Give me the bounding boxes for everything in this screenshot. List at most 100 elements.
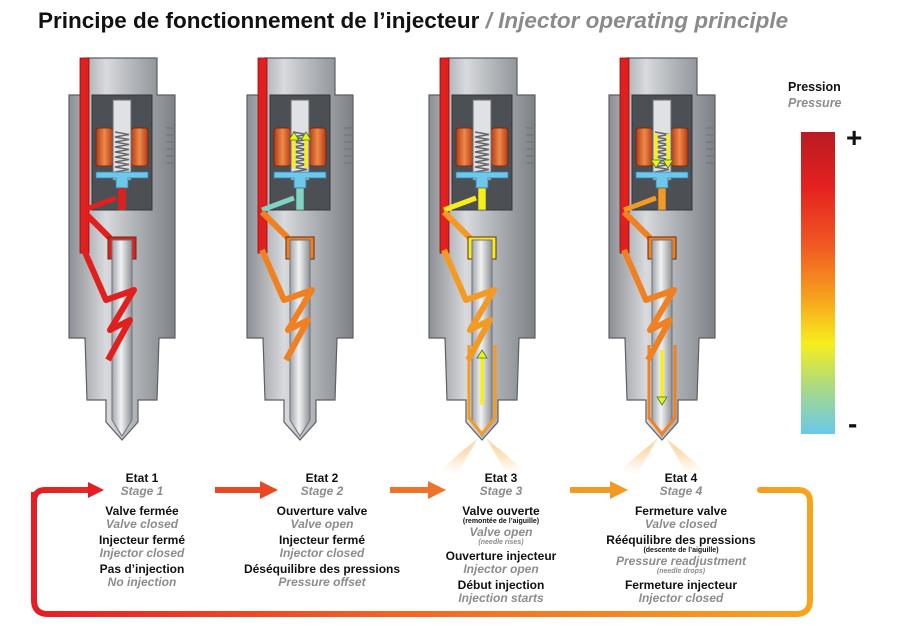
low-pressure-return (455, 171, 509, 189)
stage-title-fr: Etat 1 (125, 471, 159, 485)
legend-max-symbol: + (846, 122, 863, 153)
stage-line-en: Injector closed (638, 591, 724, 605)
fuel-spray (440, 438, 524, 476)
legend-label-fr: Pression (788, 80, 841, 94)
title-english: Injector operating principle (498, 8, 789, 33)
stage-title-fr: Etat 3 (484, 471, 518, 485)
nozzle-feed-line (81, 209, 113, 241)
spray-jet-right (486, 438, 524, 476)
stage-2-description: Etat 2 Stage 2 Ouverture valve Valve ope… (227, 472, 417, 589)
injector-2 (246, 57, 354, 441)
stage-line-en: Valve closed (105, 517, 179, 531)
valve-arrow-down-icon (650, 134, 662, 169)
needle-supply-spiral (621, 248, 677, 362)
flow-arrow-2 (215, 481, 278, 499)
stage-line-en: No injection (107, 575, 177, 589)
stage-line-en: Valve open (469, 525, 533, 539)
stage-line-en: Pressure offset (278, 575, 366, 589)
solenoid-coil-right (670, 127, 689, 167)
fuel-spray (620, 438, 704, 476)
stage-flow-loop (31, 481, 813, 617)
nozzle-feed-line (259, 209, 291, 241)
stage-line-en: Injection starts (458, 591, 544, 605)
low-pressure-return (273, 171, 327, 189)
solenoid-coil-left (455, 127, 474, 167)
stage-line-fr: Valve fermée (105, 504, 179, 518)
injector-3 (428, 57, 536, 476)
stage-title-fr: Etat 4 (664, 471, 698, 485)
valve-feed-line (443, 195, 477, 213)
stage-title-en: Stage 3 (479, 484, 523, 498)
solenoid-coil-right (308, 127, 327, 167)
nozzle-pressure-path (467, 345, 497, 437)
stage-title-en: Stage 2 (300, 484, 344, 498)
nozzle-feed-line (441, 209, 473, 241)
stage-3-description: Etat 3 Stage 3 Valve ouverte (remontée d… (406, 472, 596, 605)
pressure-gradient-bar (801, 132, 835, 434)
solenoid-coil-left (635, 127, 654, 167)
stage-line-en: Injector open (463, 562, 539, 576)
flow-arrow-1 (31, 482, 104, 505)
injector-4 (608, 57, 716, 476)
stage-line-fr: Ouverture injecteur (445, 549, 557, 563)
stage-line-en: Pressure readjustment (615, 554, 747, 568)
flow-arrow-4 (570, 481, 628, 499)
nozzle-feed-line (621, 209, 653, 241)
injector-1 (68, 57, 176, 441)
title-separator: / (485, 8, 492, 33)
valve-arrow-down-icon (662, 134, 674, 169)
stage-title-en: Stage 4 (659, 484, 703, 498)
stage-line-en: Injector closed (279, 546, 365, 560)
solenoid-coil-left (95, 127, 114, 167)
stage-line-fr: Fermeture valve (634, 504, 728, 518)
solenoid-coil-right (490, 127, 509, 167)
stage-title-en: Stage 1 (120, 484, 164, 498)
stage-line-fr: Valve ouverte (462, 504, 540, 518)
valve-spring (474, 131, 490, 176)
valve-feed-line (261, 195, 295, 213)
flow-arrow-3 (390, 481, 446, 499)
valve-arrow-up-icon (300, 131, 312, 168)
high-pressure-line (257, 57, 268, 254)
spray-jet-left (620, 438, 658, 476)
valve-feed-line (83, 195, 117, 213)
page-title: Principe de fonctionnement de l’injecteu… (38, 8, 788, 34)
stage-line-fr: Rééquilibre des pressions (606, 533, 756, 547)
valve-arrow-up-icon (288, 131, 300, 168)
control-chamber (117, 187, 127, 211)
valve-spring (114, 131, 130, 176)
spray-jet-left (440, 438, 478, 476)
needle-supply-spiral (81, 248, 137, 362)
control-chamber (477, 187, 487, 211)
stage-note-fr: (remontée de l’aiguille) (462, 518, 540, 525)
control-chamber (295, 187, 305, 211)
stage-line-fr: Injecteur fermé (98, 533, 186, 547)
needle-supply-spiral (441, 248, 497, 362)
stage-line-en: Valve open (290, 517, 354, 531)
title-french: Principe de fonctionnement de l’injecteu… (38, 8, 480, 33)
needle-arrow-down-icon (656, 350, 668, 406)
high-pressure-line (439, 57, 450, 254)
stage-line-fr: Ouverture valve (276, 504, 368, 518)
stage-line-en: Valve closed (644, 517, 718, 531)
spray-jet-right (666, 438, 704, 476)
needle-arrow-up-icon (476, 349, 488, 405)
low-pressure-return (635, 171, 689, 189)
stage-note-en: (needle drops) (656, 568, 706, 575)
solenoid-coil-right (130, 127, 149, 167)
stage-line-fr: Injecteur fermé (278, 533, 366, 547)
needle-supply-spiral (259, 248, 315, 362)
control-chamber (657, 187, 667, 211)
nozzle-pressure-path (647, 345, 677, 437)
stage-1-description: Etat 1 Stage 1 Valve fermée Valve closed… (47, 472, 237, 589)
legend-min-symbol: - (848, 408, 858, 439)
valve-feed-line (623, 195, 657, 213)
solenoid-coil-left (273, 127, 292, 167)
stage-note-en: (needle rises) (478, 539, 524, 546)
stage-line-fr: Pas d’injection (99, 562, 185, 576)
stage-note-fr: (descente de l’aiguille) (643, 547, 719, 554)
stage-line-fr: Déséquilibre des pressions (243, 562, 401, 576)
low-pressure-return (95, 171, 149, 189)
legend-label-en: Pressure (788, 96, 842, 110)
